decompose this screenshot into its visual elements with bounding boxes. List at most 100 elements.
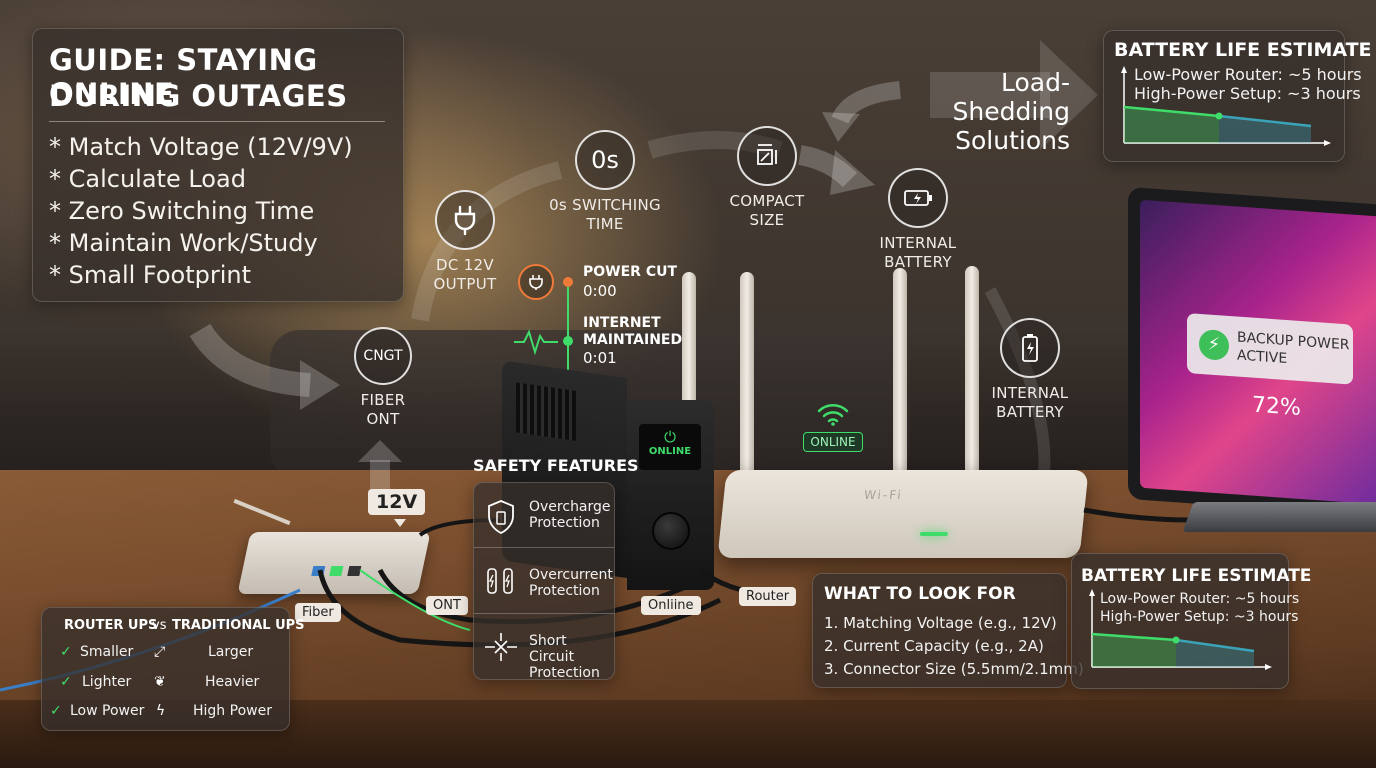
laptop-base xyxy=(1182,502,1376,532)
guide-title-line1: GUIDE: STAYING ONLINE xyxy=(49,43,318,111)
router-antenna xyxy=(740,272,754,487)
power-cut-time: 0:00 xyxy=(583,282,617,300)
internal-battery-label: INTERNAL xyxy=(879,234,957,252)
guide-list: * Match Voltage (12V/9V) * Calculate Loa… xyxy=(49,131,353,291)
guide-item: * Zero Switching Time xyxy=(49,197,315,225)
safety-features-title: SAFETY FEATURES xyxy=(473,456,639,475)
battery-icon xyxy=(888,168,948,228)
cable-tag-ont: ONT xyxy=(426,596,468,615)
laptop-bezel: ⚡ BACKUP POWER ACTIVE 72% xyxy=(1128,186,1376,518)
ups-power-button[interactable] xyxy=(652,512,690,550)
pulse-icon xyxy=(514,329,558,356)
guide-title-line2: DURING OUTAGES xyxy=(49,79,348,113)
router-ups-heading: ROUTER UPS xyxy=(64,618,158,633)
resize-icon xyxy=(737,126,797,186)
guide-item: * Small Footprint xyxy=(49,261,252,289)
safety-features-panel: Overcharge Protection Overcurrent Protec… xyxy=(473,482,615,681)
shield-icon xyxy=(488,500,514,535)
fiber-ont-label: FIBER xyxy=(360,391,406,409)
look-for-item: 3. Connector Size (5.5mm/2.1mm) xyxy=(824,660,1084,678)
backup-power-toast: ⚡ BACKUP POWER ACTIVE xyxy=(1187,313,1353,385)
expand-icon: ⤢ xyxy=(154,644,166,660)
feather-icon: ❦ xyxy=(154,674,166,690)
power-cut-title: POWER CUT xyxy=(583,264,678,280)
switching-time-label: 0s SWITCHING xyxy=(549,196,661,214)
battery-life-high: High-Power Setup: ~3 hours xyxy=(1134,84,1361,103)
battery-life-title: BATTERY LIFE ESTIMATE xyxy=(1081,566,1312,586)
voltage-tag: 12V xyxy=(368,489,426,527)
fiber-ont-node: CNGT FIBER ONT xyxy=(345,327,421,429)
compact-size-label: COMPACT xyxy=(729,192,805,210)
guide-panel: GUIDE: STAYING ONLINE DURING OUTAGES * M… xyxy=(32,28,404,302)
battery-percent: 72% xyxy=(1252,392,1301,422)
check-icon: ✓ xyxy=(60,674,72,690)
safety-item-overcurrent: Overcurrent Protection xyxy=(474,549,614,614)
battery-life-low: Low-Power Router: ~5 hours xyxy=(1134,65,1362,84)
guide-item: * Calculate Load xyxy=(49,165,246,193)
battery-life-graph xyxy=(1121,66,1331,146)
look-for-item: 2. Current Capacity (e.g., 2A) xyxy=(824,637,1044,655)
laptop: ⚡ BACKUP POWER ACTIVE 72% xyxy=(1128,186,1376,536)
cable-tag-fiber: Fiber xyxy=(295,603,341,622)
traditional-ups-heading: TRADITIONAL UPS xyxy=(172,618,305,633)
dc-output-node: DC 12V OUTPUT xyxy=(425,190,505,294)
battery-life-high: High-Power Setup: ~3 hours xyxy=(1100,609,1299,625)
compact-size-node: COMPACT SIZE xyxy=(722,126,812,230)
dc-output-label: DC 12V xyxy=(436,256,494,274)
wifi-icon xyxy=(817,404,849,426)
lightning-icon: ⚡ xyxy=(1199,328,1229,361)
comparison-row: ✓ Lighter ❦ Heavier xyxy=(60,674,260,690)
laptop-screen: ⚡ BACKUP POWER ACTIVE 72% xyxy=(1140,199,1376,505)
ups-online-label: ONLINE xyxy=(648,446,692,457)
switching-time-node: 0s 0s SWITCHING TIME xyxy=(545,130,665,234)
versus-label: vs xyxy=(152,618,167,633)
backup-power-text: BACKUP POWER ACTIVE xyxy=(1237,329,1350,368)
dc-output-label: OUTPUT xyxy=(433,275,497,293)
comparison-panel: ROUTER UPS vs TRADITIONAL UPS ✓ Smaller … xyxy=(41,607,305,731)
guide-item: * Maintain Work/Study xyxy=(49,229,318,257)
compact-size-label: SIZE xyxy=(749,211,785,229)
comparison-row: ✓ Low Power ϟ High Power xyxy=(50,703,272,719)
internet-maintained-title: INTERNET MAINTAINED xyxy=(583,315,683,348)
plug-icon xyxy=(435,190,495,250)
look-for-title: WHAT TO LOOK FOR xyxy=(824,584,1016,604)
fiber-ont-icon: CNGT xyxy=(354,327,412,385)
battery-life-low: Low-Power Router: ~5 hours xyxy=(1100,591,1300,607)
router-online-label: ONLINE xyxy=(803,432,863,452)
look-for-list: 1. Matching Voltage (e.g., 12V) 2. Curre… xyxy=(824,612,1084,681)
timeline-line xyxy=(567,280,569,375)
safety-item-overcharge: Overcharge Protection xyxy=(474,483,614,548)
ups-display: ⏻ ONLINE xyxy=(639,424,701,470)
load-shedding-label: Load-Shedding Solutions xyxy=(952,68,1071,155)
battery-life-title: BATTERY LIFE ESTIMATE xyxy=(1114,39,1372,61)
battery-icon xyxy=(1000,318,1060,378)
internal-battery-label: BATTERY xyxy=(996,403,1064,421)
battery-life-panel-top: BATTERY LIFE ESTIMATE Low-Power Router: … xyxy=(1103,30,1372,162)
fiber-ont-label: ONT xyxy=(366,410,400,428)
cable-tag-router: Router xyxy=(739,587,797,606)
guide-divider xyxy=(49,121,385,122)
internal-battery-node-right: INTERNAL BATTERY xyxy=(985,318,1075,422)
fuse-icon xyxy=(487,568,513,594)
what-to-look-for-panel: WHAT TO LOOK FOR 1. Matching Voltage (e.… xyxy=(812,573,1084,688)
timeline-dot-power-cut xyxy=(563,277,573,287)
look-for-item: 1. Matching Voltage (e.g., 12V) xyxy=(824,614,1057,632)
internal-battery-label: INTERNAL xyxy=(991,384,1069,402)
short-circuit-icon xyxy=(485,633,517,661)
mini-ups: ⏻ ONLINE xyxy=(502,360,714,590)
internal-battery-label: BATTERY xyxy=(884,253,952,271)
timeline-dot-internet xyxy=(563,336,573,346)
power-cut-icon xyxy=(518,264,554,300)
internal-battery-node: INTERNAL BATTERY xyxy=(873,168,963,272)
comparison-row: ✓ Smaller ⤢ Larger xyxy=(60,644,254,660)
power-icon: ⏻ xyxy=(664,428,676,446)
cable-tag-online: Onliine xyxy=(641,596,701,615)
zero-seconds-icon: 0s xyxy=(575,130,635,190)
ups-front: ⏻ ONLINE xyxy=(627,400,714,590)
switching-time-label: TIME xyxy=(586,215,624,233)
safety-item-short-circuit: Short Circuit Protection xyxy=(474,615,614,681)
lightning-icon: ϟ xyxy=(156,703,166,719)
check-icon: ✓ xyxy=(60,644,72,660)
battery-life-panel-bottom: BATTERY LIFE ESTIMATE Low-Power Router: … xyxy=(1071,553,1311,689)
